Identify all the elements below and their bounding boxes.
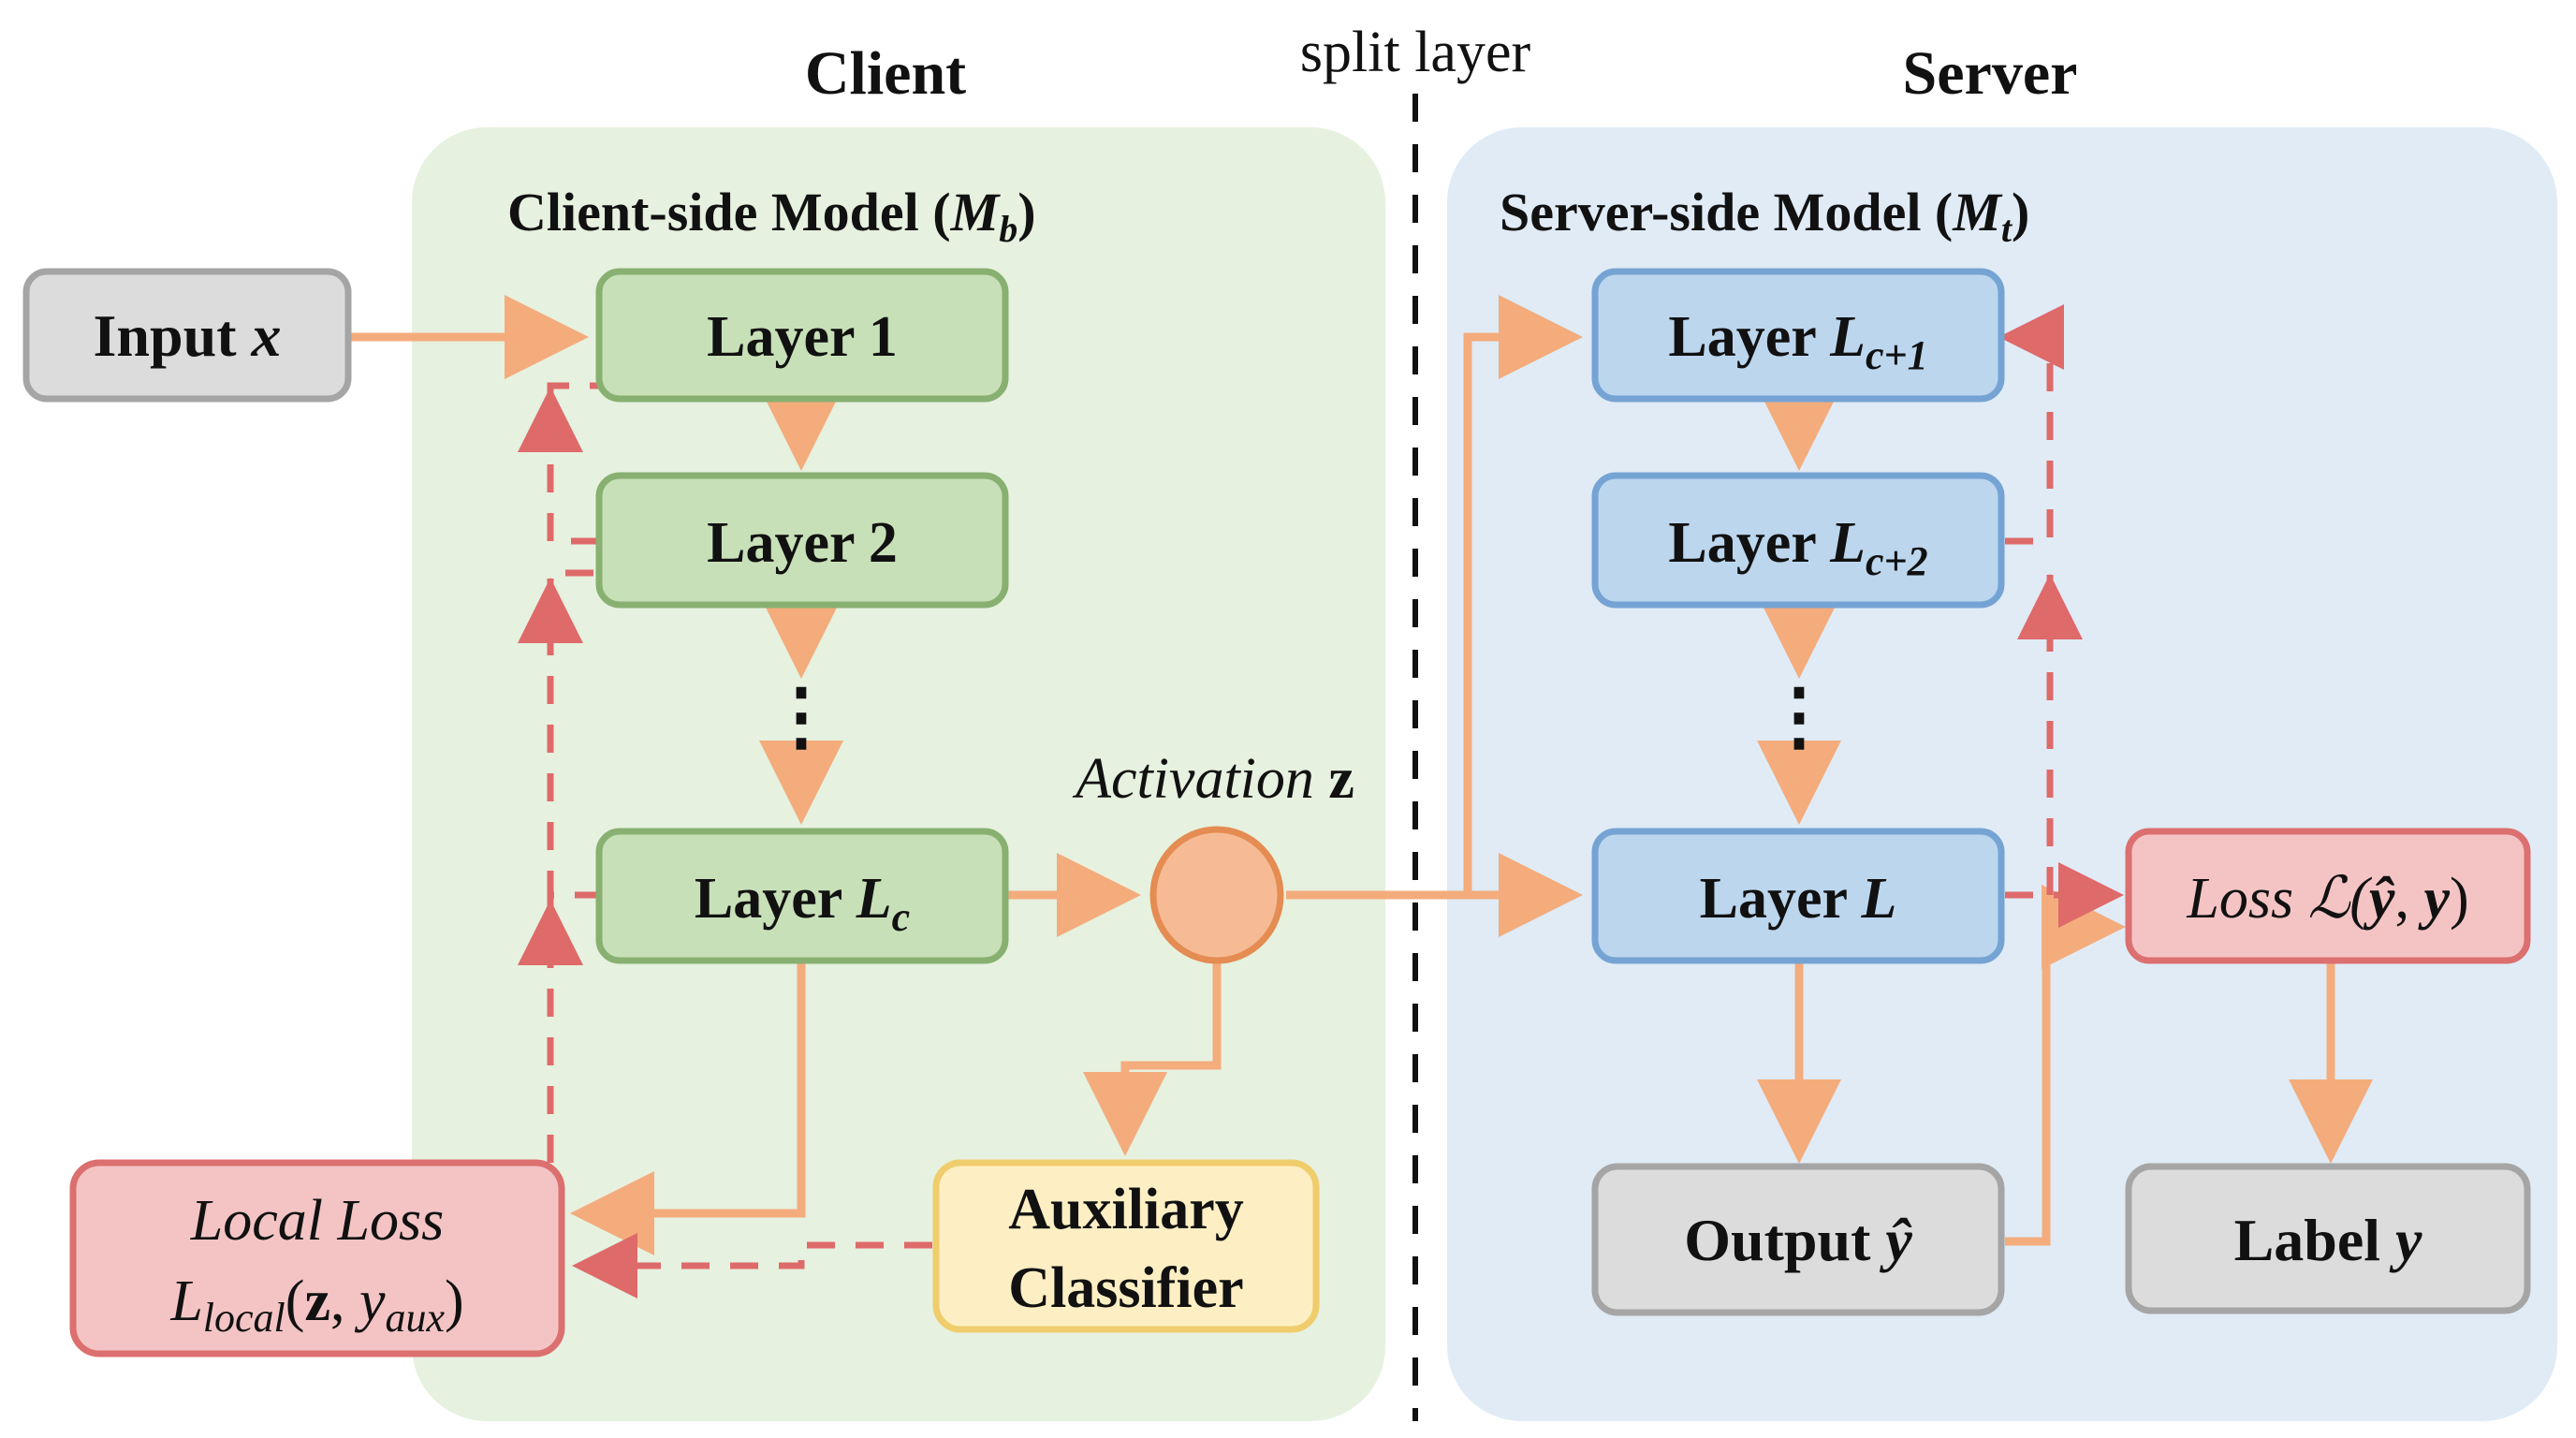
svg-text:Auxiliary: Auxiliary [1008, 1178, 1243, 1241]
loss-node: Loss ℒ(ŷ, y) [2125, 828, 2531, 964]
arrow-activation-to-aux [1083, 961, 1222, 1156]
server-panel [1447, 127, 2557, 1421]
svg-text:Local Loss: Local Loss [190, 1189, 444, 1253]
activation-node [1149, 826, 1284, 964]
local-loss-node: Local Loss Llocal(z, yaux) [69, 1159, 565, 1357]
svg-text:Input x: Input x [94, 302, 282, 369]
client-model-title: Client-side Model (Mb) [507, 182, 1036, 250]
svg-text:Llocal(z, yaux): Llocal(z, yaux) [169, 1269, 463, 1341]
grad-lc-to-layer2 [547, 569, 599, 899]
svg-text:Layer Lc+2: Layer Lc+2 [1668, 511, 1927, 584]
server-heading: Server [1903, 39, 2078, 108]
output-node: Output ŷ [1591, 1163, 2005, 1316]
layer-lc-node: Layer Lc [595, 828, 1009, 964]
layer-l-node: Layer L [1591, 828, 2005, 964]
auxiliary-classifier-node: Auxiliary Classifier [932, 1159, 1320, 1333]
svg-text:Layer Lc: Layer Lc [695, 867, 910, 940]
client-layers-ellipsis: ⋮ [764, 676, 839, 758]
layer-1-node: Layer 1 [595, 268, 1009, 403]
server-layers-ellipsis: ⋮ [1762, 676, 1837, 758]
layer-lc-plus-2-node: Layer Lc+2 [1591, 472, 2005, 609]
layer-2-node: Layer 2 [595, 472, 1009, 609]
server-model-title: Server-side Model (Mt) [1500, 182, 2029, 250]
layer-lc-plus-1-node: Layer Lc+1 [1591, 268, 2005, 403]
svg-text:Layer L: Layer L [1700, 867, 1897, 931]
grad-layer2-to-layer1 [547, 382, 599, 545]
input-node: Input x [22, 268, 352, 403]
arrow-activation-to-layer-lc1 [1463, 295, 1583, 895]
backward-arrows [518, 304, 2124, 1299]
grad-lc2-to-lc1 [1998, 304, 2064, 545]
svg-text:Layer 1: Layer 1 [707, 305, 898, 369]
svg-text:Loss ℒ(ŷ, y): Loss ℒ(ŷ, y) [2186, 867, 2468, 931]
label-node: Label y [2125, 1163, 2531, 1314]
svg-text:Output ŷ: Output ŷ [1684, 1207, 1912, 1273]
svg-text:Layer Lc+1: Layer Lc+1 [1668, 305, 1927, 378]
svg-text:Label y: Label y [2234, 1207, 2422, 1273]
grad-aux-to-local-loss [572, 1233, 932, 1299]
client-heading: Client [805, 39, 966, 108]
split-layer-label: split layer [1300, 21, 1531, 84]
arrow-layer-lc-to-local-loss [570, 961, 806, 1255]
forward-arrows [348, 295, 2373, 1255]
svg-text:Layer 2: Layer 2 [707, 511, 898, 575]
svg-text:Classifier: Classifier [1008, 1256, 1243, 1320]
activation-label: Activation z [1072, 747, 1354, 811]
